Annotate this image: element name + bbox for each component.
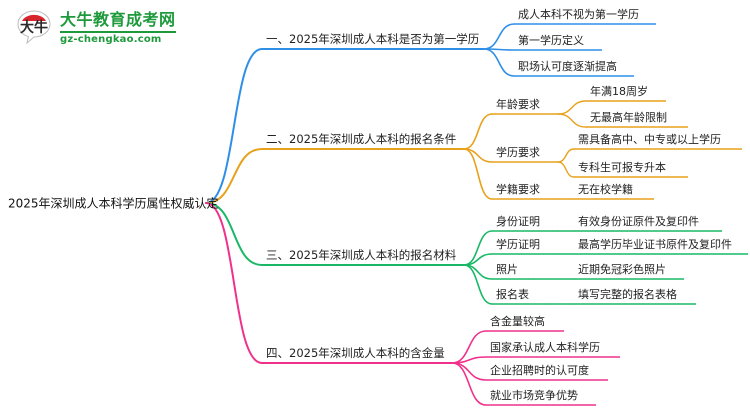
branch-2-child-0-leaf-0[interactable]: 年满18周岁 — [590, 85, 648, 98]
branch-3-child-1-leaf-0[interactable]: 最高学历毕业证书原件及复印件 — [578, 238, 732, 251]
branch-4-child-0[interactable]: 含金量较高 — [490, 315, 545, 328]
branch-2-child-1-leaf-0[interactable]: 需具备高中、中专或以上学历 — [578, 133, 721, 146]
branch-3-node[interactable]: 三、2025年深圳成人本科的报名材料 — [266, 248, 457, 262]
branch-3-child-2-leaf-0[interactable]: 近期免冠彩色照片 — [578, 263, 666, 276]
logo-title: 大牛教育成考网 — [60, 9, 176, 29]
branch-2-child-0-leaf-1[interactable]: 无最高年龄限制 — [590, 111, 667, 124]
branch-1-node[interactable]: 一、2025年深圳成人本科是否为第一学历 — [266, 32, 480, 46]
branch-3-child-2[interactable]: 照片 — [496, 263, 518, 276]
branch-3-child-3[interactable]: 报名表 — [496, 288, 529, 301]
branch-3-child-0[interactable]: 身份证明 — [496, 215, 540, 228]
svg-text:大牛: 大牛 — [20, 19, 48, 36]
branch-3-child-3-leaf-0[interactable]: 填写完整的报名表格 — [578, 288, 677, 301]
logo-text: 大牛教育成考网 gz-chengkao.com — [60, 9, 176, 45]
branch-1-child-0[interactable]: 成人本科不视为第一学历 — [518, 8, 639, 21]
branch-4-child-3[interactable]: 就业市场竞争优势 — [490, 389, 578, 402]
root-node[interactable]: 2025年深圳成人本科学历属性权威认定 — [8, 196, 219, 211]
branch-3-child-1[interactable]: 学历证明 — [496, 238, 540, 251]
branch-2-child-1[interactable]: 学历要求 — [496, 146, 540, 159]
logo-domain: gz-chengkao.com — [60, 30, 176, 45]
branch-1-child-2[interactable]: 职场认可度逐渐提高 — [518, 60, 617, 73]
branch-2-child-2[interactable]: 学籍要求 — [496, 183, 540, 196]
site-logo: 大牛 大牛教育成考网 gz-chengkao.com — [14, 8, 176, 48]
branch-4-node[interactable]: 四、2025年深圳成人本科的含金量 — [266, 346, 445, 360]
branch-3-child-0-leaf-0[interactable]: 有效身份证原件及复印件 — [578, 215, 699, 228]
branch-2-node[interactable]: 二、2025年深圳成人本科的报名条件 — [266, 132, 457, 146]
branch-4-child-1[interactable]: 国家承认成人本科学历 — [490, 341, 600, 354]
branch-2-child-2-leaf-0[interactable]: 无在校学籍 — [578, 183, 633, 196]
branch-1-child-1[interactable]: 第一学历定义 — [518, 34, 584, 47]
branch-2-child-0[interactable]: 年龄要求 — [496, 98, 540, 111]
logo-mark-icon: 大牛 — [14, 8, 54, 48]
branch-2-child-1-leaf-1[interactable]: 专科生可报专升本 — [578, 161, 666, 174]
branch-4-child-2[interactable]: 企业招聘时的认可度 — [490, 364, 589, 377]
